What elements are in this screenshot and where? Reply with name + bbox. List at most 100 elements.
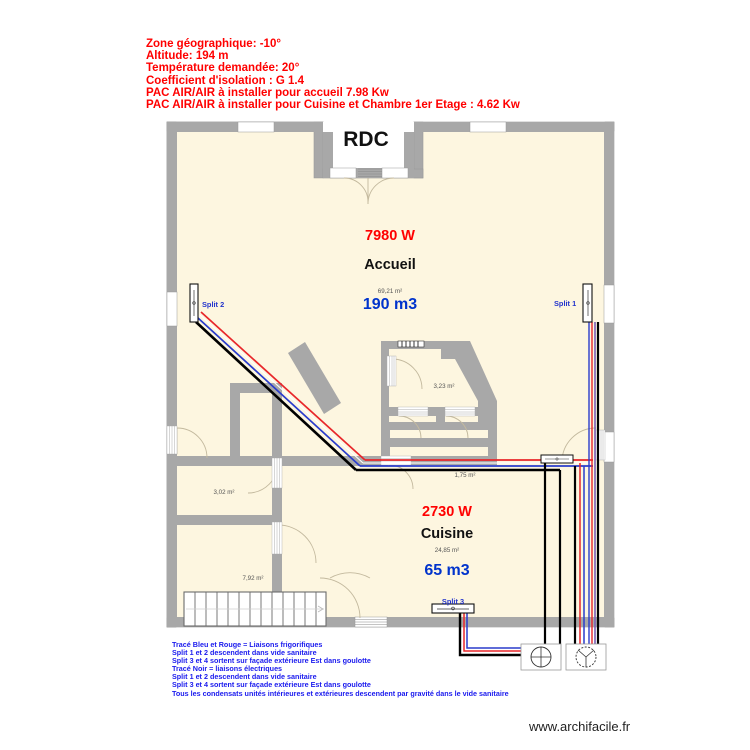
door-302 <box>247 462 279 494</box>
header-note-line: PAC AIR/AIR à installer pour Cuisine et … <box>146 99 520 112</box>
door-cuisine <box>388 464 414 490</box>
outdoor-unit-1-body[interactable] <box>520 643 562 671</box>
split-2-body[interactable] <box>189 283 199 323</box>
wall-wc-bottom <box>381 456 497 465</box>
band-left <box>167 122 177 627</box>
pipe-run-split1 <box>588 322 600 660</box>
wall-alcove-sill-left <box>322 168 370 179</box>
split-unit-4[interactable] <box>540 454 574 464</box>
area-label-175: 1,75 m² <box>454 472 476 479</box>
accueil-power-label: 7980 W <box>365 228 415 244</box>
cuisine-power-label: 2730 W <box>422 504 472 520</box>
cuisine-volume-label: 65 m3 <box>424 562 470 579</box>
outdoor-unit-2-fan <box>575 646 597 668</box>
header-note-line: Température demandée: 20° <box>146 62 300 75</box>
wall-bottom-exterior <box>166 617 615 628</box>
door-entry-left <box>343 177 369 203</box>
window-bottom-lines <box>355 619 387 625</box>
doors-group <box>176 177 597 619</box>
door-left-upper <box>176 427 208 459</box>
pipe-split2-gap <box>199 314 364 464</box>
band-right <box>604 122 614 627</box>
area-label-302: 3,02 m² <box>213 489 235 496</box>
cuisine-room-name: Cuisine <box>420 526 474 542</box>
wall-wc-divider-h <box>389 407 487 416</box>
entry-door-glazing <box>358 168 382 177</box>
footer-legend-line: Split 1 et 2 descendent dans vide sanita… <box>172 648 317 658</box>
outdoor-unit-2[interactable] <box>565 643 607 671</box>
split-3-indicator <box>451 606 455 611</box>
split-1-body[interactable] <box>582 283 593 323</box>
window-right-upper <box>603 284 615 324</box>
split-unit-1[interactable] <box>582 283 593 323</box>
split-unit-2[interactable] <box>189 283 199 323</box>
header-note-line: Coefficient d'isolation : G 1.4 <box>146 74 305 87</box>
area-label-323: 3,23 m² <box>433 383 455 390</box>
footer-legend-line: Split 3 et 4 sortent sur façade extérieu… <box>172 680 371 690</box>
header-note-line: Altitude: 194 m <box>146 50 229 63</box>
jamb-wc-left <box>397 406 429 417</box>
outdoor-unit-2-body[interactable] <box>565 643 607 671</box>
jamb-left-upper <box>166 425 178 455</box>
door-jambs <box>166 340 606 555</box>
band-alcove-left <box>323 122 333 178</box>
footer-legend: Tracé Bleu et Rouge = Liaisons frigorifi… <box>172 640 509 698</box>
window-alcove-left <box>329 167 357 179</box>
footer-legend-line: Tracé Bleu et Rouge = Liaisons frigorifi… <box>172 640 323 649</box>
door-792 <box>277 524 317 564</box>
footer-legend-line: Tracé Noir = liaisons électriques <box>172 664 283 674</box>
wall-right-exterior <box>604 121 615 628</box>
split-2-indicator <box>192 301 196 305</box>
jamb-792 <box>271 521 283 555</box>
window-bottom <box>354 616 388 628</box>
pipe-split2-red <box>200 311 366 461</box>
door-wc-right <box>445 415 469 439</box>
door-323 <box>391 358 423 390</box>
pipe-trunk-horizontal <box>356 459 593 472</box>
split-1-label: Split 1 <box>554 299 577 308</box>
wall-stub-upper <box>230 383 240 456</box>
split-3-label: Split 3 <box>441 597 465 606</box>
floor-fill-group <box>176 122 605 627</box>
header-notes: Zone géographique: -10° Altitude: 194 m … <box>146 38 520 111</box>
outdoor-unit-1[interactable] <box>520 643 562 671</box>
window-323-top <box>397 340 425 348</box>
window-right-lower <box>603 431 615 463</box>
window-left-lower <box>166 427 178 455</box>
pipe-run-split2 <box>195 311 366 471</box>
wall-top-left <box>166 121 324 132</box>
exterior-wall-band <box>167 122 614 627</box>
windows-group <box>166 121 615 628</box>
split-4-body[interactable] <box>540 454 574 464</box>
window-left-upper <box>166 291 178 327</box>
pipe-split2-electric <box>195 321 357 471</box>
pipe-drops-electric <box>543 463 577 660</box>
jamb-right-lower <box>595 429 606 461</box>
window-alcove-right <box>381 167 409 179</box>
jamb-wc-right <box>444 406 476 417</box>
floor-fill-interior <box>176 131 605 627</box>
wall-alcove-left <box>313 121 324 179</box>
staircase-treads <box>194 592 317 626</box>
outdoor-unit-1-fan <box>530 646 552 668</box>
outdoor-unit-2-blade-1 <box>577 649 587 658</box>
door-bottom-cuisine-arc <box>319 577 361 619</box>
watermark: www.archifacile.fr <box>529 719 631 734</box>
area-label-792: 7,92 m² <box>242 575 264 582</box>
band-alcove-right <box>404 122 414 178</box>
wall-wc-divider-v <box>436 416 445 422</box>
wall-vertical-cuisine <box>272 456 282 618</box>
split-1-indicator <box>586 301 590 305</box>
footer-legend-line: Tous les condensats unités intérieures e… <box>172 688 509 698</box>
wall-left-exterior-run <box>166 121 177 628</box>
window-top-right <box>469 121 507 133</box>
split-2-label: Split 2 <box>202 300 225 309</box>
footer-legend-line: Split 1 et 2 descendent dans vide sanita… <box>172 672 317 682</box>
wall-alcove-sill-right <box>368 168 424 179</box>
accueil-room-name: Accueil <box>364 257 416 273</box>
wall-mid-horizontal <box>176 456 388 466</box>
wall-room302-bottom <box>176 515 282 525</box>
cuisine-area-label: 24,85 m² <box>434 547 460 554</box>
